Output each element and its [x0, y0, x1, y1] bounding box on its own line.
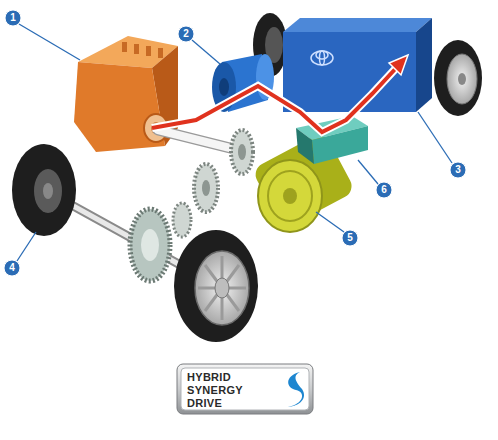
- callout-number: 6: [376, 182, 392, 198]
- front-wheel-left: [12, 144, 76, 236]
- power-flow-arrow: [152, 55, 408, 132]
- logo-box: HYBRID SYNERGY DRIVE: [187, 371, 279, 410]
- callout-number: 4: [4, 260, 20, 276]
- callout-number: 1: [5, 10, 21, 26]
- leader-lines: [17, 24, 452, 261]
- callout-number: 5: [342, 230, 358, 246]
- rear-wheel-right: [434, 40, 482, 116]
- callout-number: 2: [178, 26, 194, 42]
- callout-circles: [4, 10, 466, 276]
- callout-number: 3: [450, 162, 466, 178]
- logo-badge: [177, 364, 313, 414]
- battery: [283, 18, 432, 112]
- logo-swoosh: [288, 372, 304, 407]
- toyota-emblem: [311, 51, 333, 65]
- logo-text: HYBRID SYNERGY DRIVE: [187, 371, 279, 410]
- front-wheel-right: [174, 230, 258, 342]
